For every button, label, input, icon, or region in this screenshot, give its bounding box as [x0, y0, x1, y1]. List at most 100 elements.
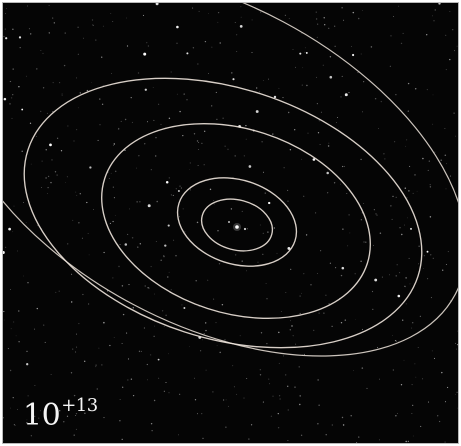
star [397, 294, 401, 298]
star [3, 97, 7, 101]
star [153, 399, 156, 402]
star [399, 272, 401, 274]
star [217, 21, 219, 23]
star [287, 385, 289, 387]
star [374, 97, 377, 100]
star [343, 165, 346, 168]
star [251, 52, 253, 53]
star [27, 5, 28, 7]
star [132, 307, 135, 309]
star [172, 194, 174, 196]
star [82, 293, 84, 296]
star [112, 220, 114, 223]
star [241, 210, 243, 212]
star [142, 14, 145, 16]
star [401, 233, 403, 236]
star [287, 189, 289, 191]
star [300, 434, 303, 436]
star [404, 187, 407, 189]
star [10, 407, 12, 409]
star [9, 80, 11, 83]
star [144, 88, 147, 91]
star [77, 53, 79, 55]
star [146, 379, 149, 381]
star [426, 34, 428, 36]
star [291, 325, 293, 327]
star [84, 360, 86, 362]
star [75, 412, 78, 415]
orbit-inner [176, 177, 298, 267]
star [54, 171, 57, 173]
star [406, 197, 408, 199]
star [288, 17, 290, 20]
star [352, 53, 355, 57]
star [411, 384, 413, 386]
star [429, 186, 432, 188]
star [315, 11, 317, 13]
star [432, 123, 434, 125]
star [27, 282, 29, 284]
star [241, 260, 243, 262]
star [398, 341, 400, 342]
star [269, 383, 271, 385]
star [341, 75, 343, 77]
star [262, 253, 264, 255]
orbit-middle [101, 122, 371, 320]
star [396, 340, 398, 342]
star [447, 386, 449, 389]
star [163, 390, 165, 392]
star [414, 363, 416, 365]
star [350, 415, 352, 417]
star [168, 117, 171, 120]
star [140, 350, 142, 352]
star [290, 268, 292, 270]
star [70, 301, 73, 303]
star [292, 335, 294, 337]
star [67, 125, 69, 127]
star [236, 51, 238, 53]
star [245, 138, 247, 140]
star [205, 322, 207, 324]
star [383, 152, 385, 155]
star [3, 310, 5, 313]
star [30, 435, 32, 437]
star [384, 158, 386, 160]
star [97, 139, 99, 141]
star [34, 415, 36, 417]
star [216, 118, 218, 121]
star [445, 69, 447, 71]
star [146, 121, 149, 123]
star [203, 333, 205, 335]
star [431, 350, 433, 352]
star [135, 167, 137, 169]
scale-base: 10 [23, 398, 61, 433]
star [73, 140, 75, 142]
star [211, 105, 213, 107]
star [150, 422, 153, 425]
star [153, 335, 155, 337]
star [75, 428, 77, 430]
star [205, 329, 207, 332]
star [338, 128, 339, 130]
star [365, 241, 367, 243]
star [146, 42, 148, 44]
star [58, 290, 60, 292]
star [317, 379, 319, 381]
star [122, 313, 125, 316]
star [300, 292, 302, 294]
star [170, 71, 172, 73]
star [124, 118, 127, 121]
star [409, 283, 411, 285]
star [283, 167, 285, 169]
star [272, 133, 274, 135]
star [340, 96, 342, 98]
star [377, 347, 378, 349]
star [47, 186, 49, 189]
star [182, 134, 184, 137]
star [109, 344, 111, 347]
star [219, 351, 221, 354]
star [103, 321, 105, 324]
star [47, 193, 48, 194]
star [287, 246, 291, 250]
